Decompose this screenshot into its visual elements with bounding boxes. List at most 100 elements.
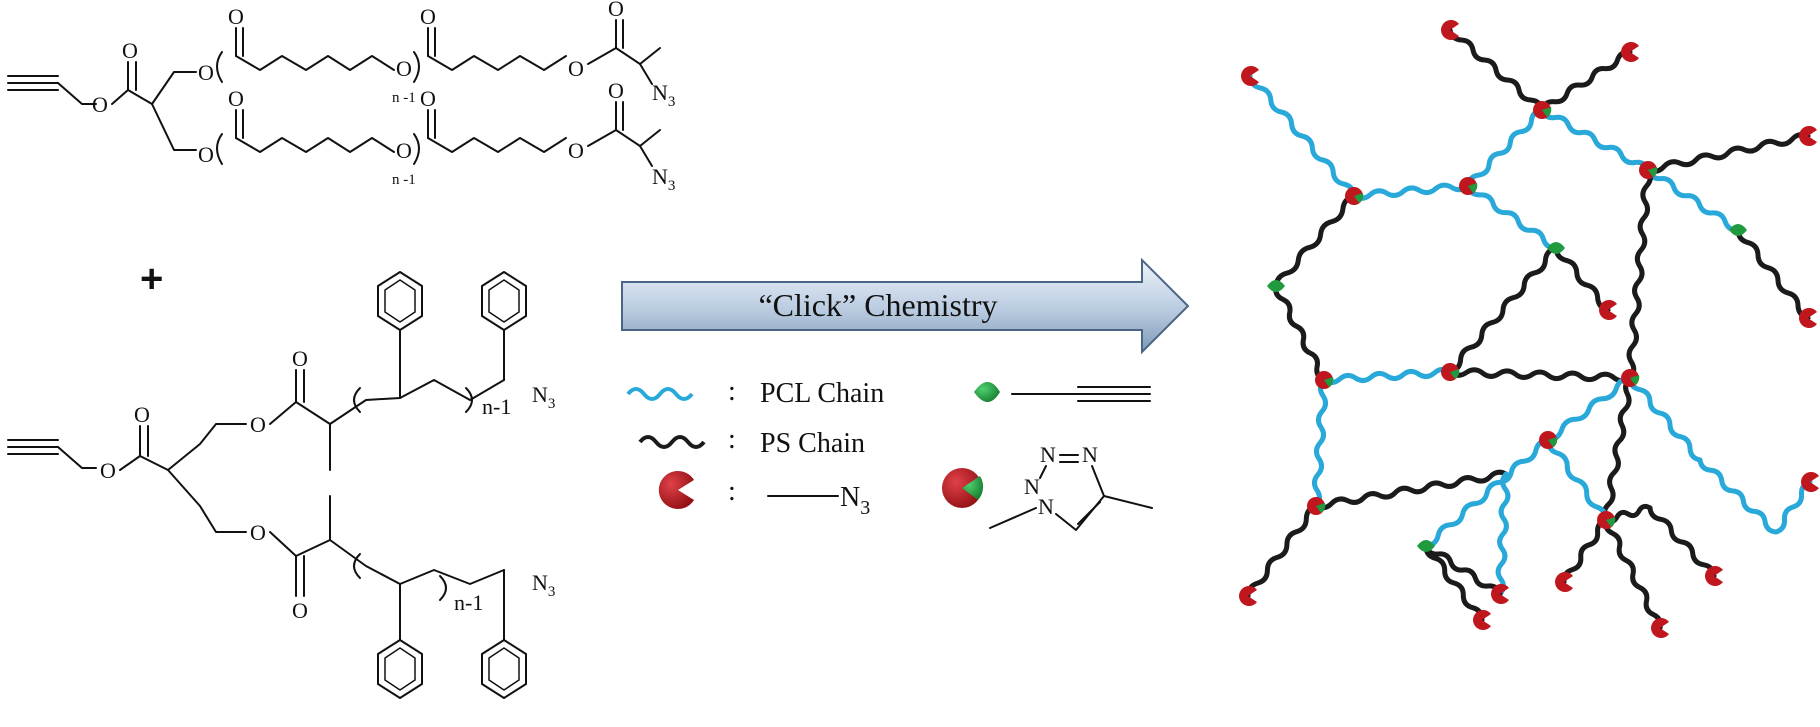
pcl-chain	[1627, 375, 1703, 463]
pcl-chain	[1247, 73, 1357, 199]
azide-n3: N3	[532, 570, 555, 600]
repeat-index: n -1	[392, 90, 416, 106]
azide-n3: N3	[652, 80, 675, 110]
atom-o: O	[134, 402, 150, 427]
arrow-label: “Click” Chemistry	[758, 287, 997, 323]
atom-o: O	[92, 92, 108, 117]
azide-n3: N3	[532, 382, 555, 412]
ps-chain	[1447, 367, 1633, 384]
triazole-node-wedge	[1316, 503, 1326, 513]
alkyne-group-pcl	[7, 75, 97, 105]
pcl-chain	[1545, 437, 1609, 523]
ps-chain	[1539, 49, 1633, 113]
ps-chain	[1626, 167, 1653, 381]
ps-chain	[1423, 543, 1503, 597]
ps-chain	[1645, 132, 1811, 174]
repeat-index: n -1	[392, 172, 416, 188]
pcl-chain	[1321, 367, 1453, 385]
atom-o: O	[608, 0, 624, 21]
triazole-node-wedge	[1630, 375, 1640, 385]
atom-n: N	[1082, 442, 1098, 467]
azide-end	[1473, 610, 1491, 631]
alkyne-group-ps	[7, 439, 97, 469]
legend-ps-label: PS Chain	[760, 428, 865, 459]
triazole-node-wedge	[1606, 517, 1616, 527]
ps-chain	[1273, 283, 1327, 383]
ps-chain	[1647, 505, 1717, 579]
pcl-molecule: O O O O O O n -1 O O O	[7, 0, 675, 194]
triazole-node-wedge	[1450, 369, 1460, 379]
atom-o: O	[198, 142, 214, 167]
atom-o: O	[608, 78, 624, 103]
atom-o: O	[198, 60, 214, 85]
atom-o: O	[568, 56, 584, 81]
pcl-chain	[1539, 107, 1651, 173]
pcl-arm-top: O O n -1 O O O N3	[216, 0, 675, 110]
azide-end	[1799, 308, 1817, 329]
pcl-chain	[1495, 471, 1511, 597]
ps-chain	[1553, 245, 1611, 313]
legend-pcl-label: PCL Chain	[760, 378, 884, 409]
alkyne-node	[1547, 242, 1565, 254]
atom-n: N	[1038, 494, 1054, 519]
ps-chain	[1447, 27, 1545, 113]
alkyne-icon	[974, 382, 1000, 402]
pcl-chain	[1697, 457, 1779, 535]
polymer-network	[1239, 19, 1819, 638]
atom-n: N	[1024, 474, 1040, 499]
triazole-node-wedge	[1542, 107, 1552, 117]
atom-o: O	[568, 138, 584, 163]
azide-end	[1621, 41, 1639, 62]
ps-chain-icon	[638, 435, 706, 449]
triazole-node-wedge	[1648, 167, 1658, 177]
azide-end	[1705, 565, 1723, 586]
azide-end	[1241, 66, 1259, 86]
azide-end	[1798, 125, 1817, 147]
atom-o: O	[292, 598, 308, 623]
ps-chain	[1735, 227, 1811, 321]
azide-end	[1651, 618, 1669, 638]
atom-o: O	[250, 520, 266, 545]
legend-azide: N3	[840, 482, 870, 519]
ps-arm-bottom: O n-1 N3	[269, 495, 555, 699]
triazole-node-wedge	[1354, 193, 1364, 203]
triazole-structure: N N N N	[989, 442, 1153, 531]
ps-chain	[1603, 517, 1663, 631]
ps-chain	[1313, 469, 1509, 511]
atom-o: O	[292, 346, 308, 371]
pcl-chain	[1773, 479, 1813, 535]
azide-end	[1801, 471, 1819, 492]
pcl-chain	[1312, 377, 1328, 509]
alkyne-node	[1267, 280, 1285, 292]
pcl-chain-icon	[626, 387, 694, 401]
alkyne-node	[1417, 540, 1435, 552]
triazole-icon	[942, 468, 984, 508]
ps-molecule: O O O O O n-1 N3	[7, 271, 555, 699]
ps-chain	[1447, 245, 1559, 375]
legend-colon: :	[728, 476, 736, 507]
atom-o: O	[396, 138, 412, 163]
ps-chain	[1245, 503, 1319, 599]
pcl-chain	[1423, 437, 1551, 549]
atom-o: O	[228, 86, 244, 111]
azide-end	[1555, 572, 1573, 592]
ps-chain	[1423, 543, 1485, 623]
pcl-chain	[1645, 167, 1741, 233]
ps-chain	[1601, 375, 1633, 523]
ps-chain	[1273, 193, 1357, 289]
repeat-index: n-1	[454, 590, 483, 615]
alkyne-node	[1729, 224, 1747, 236]
pcl-chain	[1545, 375, 1633, 443]
azide-icon	[658, 471, 694, 509]
azide-n3: N3	[652, 164, 675, 194]
pcl-chain	[1465, 107, 1545, 189]
repeat-index: n-1	[482, 394, 511, 419]
legend-colon: :	[728, 376, 736, 407]
ps-chain	[1561, 517, 1609, 585]
plus-sign: +	[140, 257, 163, 301]
azide-end	[1599, 300, 1617, 320]
pcl-chain	[1465, 183, 1559, 251]
pcl-arm-bottom: O O n -1 O O O N3	[216, 78, 675, 194]
azide-end	[1441, 19, 1459, 41]
